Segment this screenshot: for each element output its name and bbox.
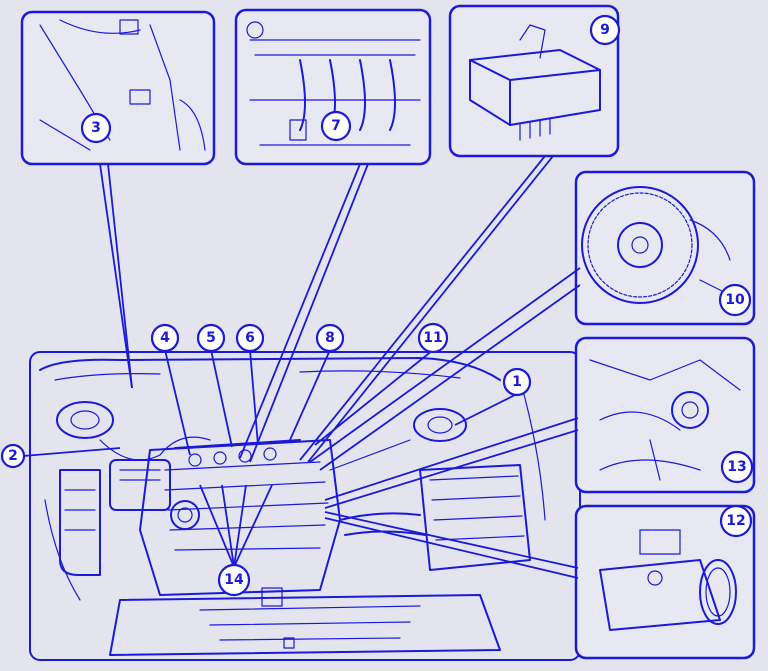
callout-11-label: 11 <box>423 330 442 346</box>
callout-3-label: 3 <box>91 120 101 136</box>
inset-panel-3 <box>20 10 216 166</box>
callout-6-label: 6 <box>245 330 255 346</box>
callout-8-label: 8 <box>325 330 335 346</box>
inset-panel-13 <box>574 336 756 494</box>
callout-14-label: 14 <box>224 572 244 588</box>
callout-5: 5 <box>196 323 226 353</box>
callout-4-label: 4 <box>160 330 170 346</box>
callout-10-label: 10 <box>725 292 745 308</box>
engine-bay-main-view <box>29 351 581 661</box>
callout-7-label: 7 <box>331 118 341 134</box>
callout-7: 7 <box>320 110 352 142</box>
inset-panel-12 <box>574 504 756 660</box>
callout-2-label: 2 <box>8 448 18 464</box>
inset-panel-7 <box>234 8 432 166</box>
callout-9: 9 <box>589 14 621 46</box>
callout-13-label: 13 <box>727 459 746 475</box>
callout-10: 10 <box>718 283 752 317</box>
callout-9-label: 9 <box>600 22 610 38</box>
callout-11: 11 <box>417 322 449 354</box>
callout-4: 4 <box>150 323 180 353</box>
callout-3: 3 <box>80 112 112 144</box>
callout-1: 1 <box>502 367 532 397</box>
callout-13: 13 <box>720 450 754 484</box>
inset-panel-9 <box>448 4 620 158</box>
callout-2: 2 <box>0 443 26 469</box>
callout-14: 14 <box>217 563 251 597</box>
callout-12: 12 <box>719 504 753 538</box>
callout-8: 8 <box>315 323 345 353</box>
inset-panel-10 <box>574 170 756 326</box>
leader-lines <box>22 155 581 579</box>
callout-1-label: 1 <box>512 374 522 390</box>
callout-12-label: 12 <box>726 513 745 529</box>
callout-5-label: 5 <box>206 330 216 346</box>
callout-6: 6 <box>235 323 265 353</box>
